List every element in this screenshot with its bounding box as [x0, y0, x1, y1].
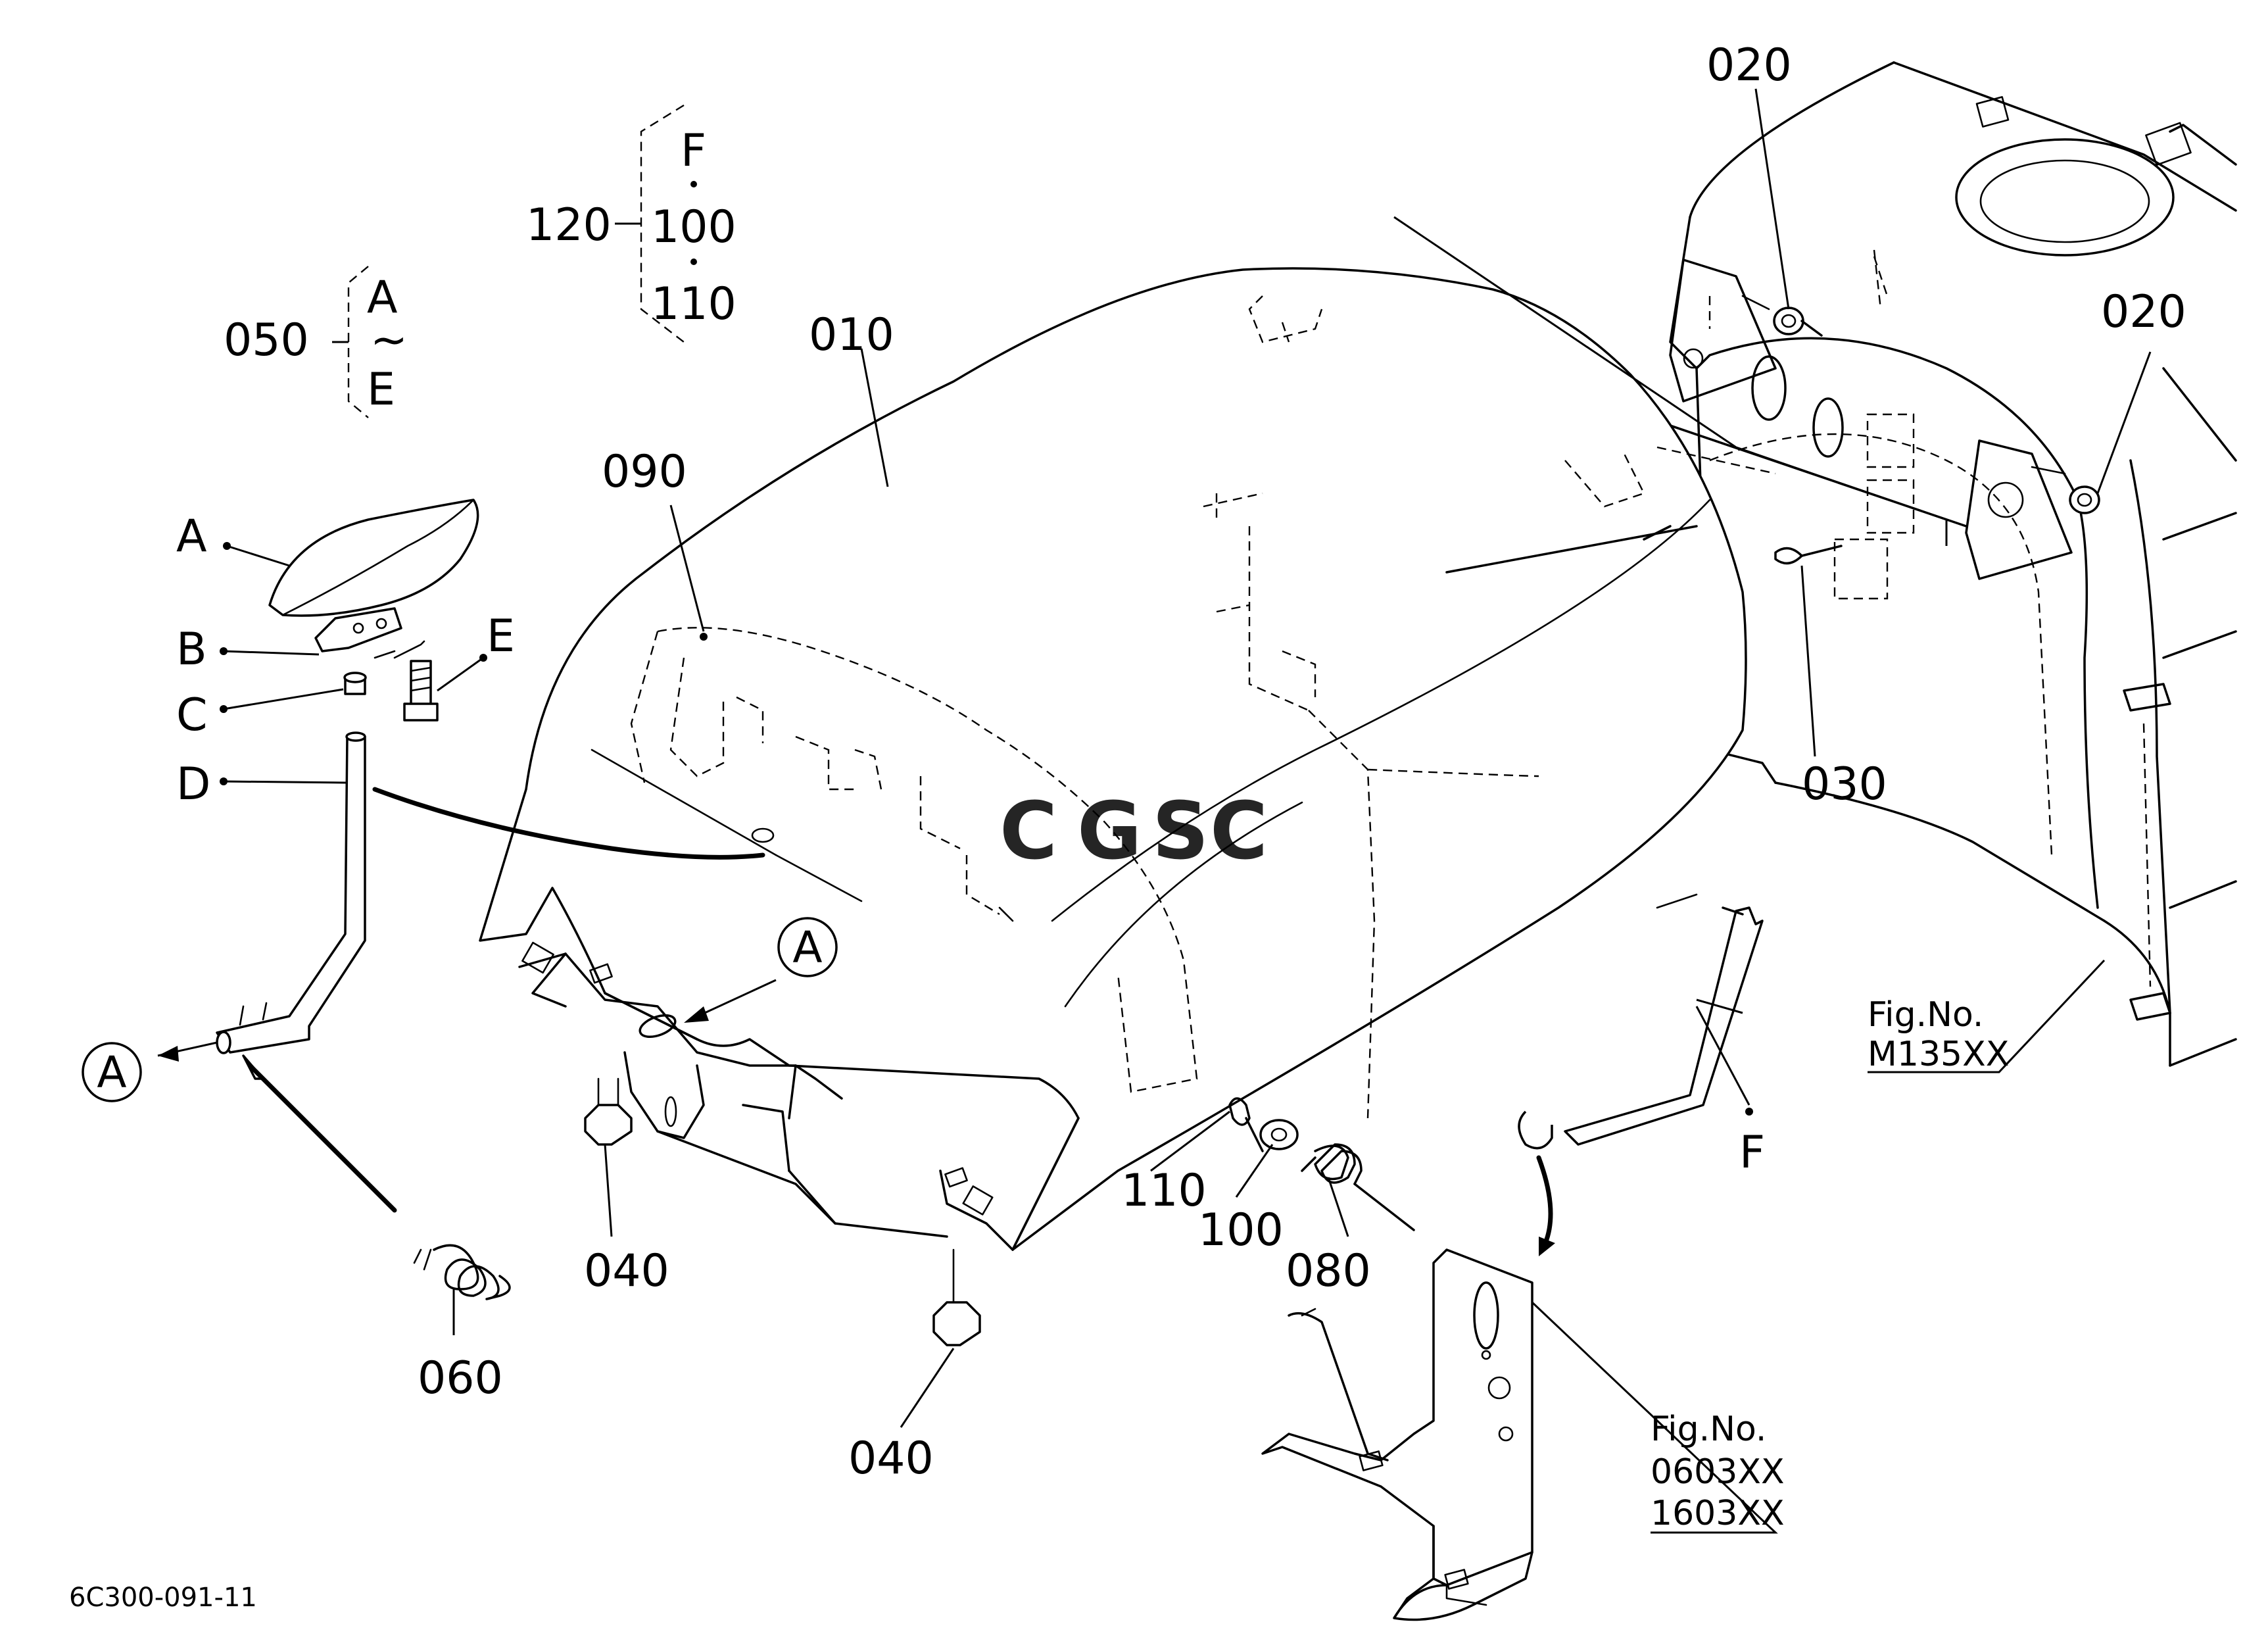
spring-arrow [247, 1063, 397, 1213]
callout-120: 120 [526, 199, 612, 251]
group-120-mid: 100 [651, 201, 736, 253]
group-120-bottom: 110 [651, 278, 736, 330]
group-050-mid: ~ [370, 314, 408, 366]
sub-label-E: E [487, 610, 515, 662]
washer-100 [1259, 1119, 1299, 1150]
svg-text:A: A [97, 1047, 126, 1098]
spring-080 [1301, 1143, 1415, 1231]
support-rod-F [1518, 906, 1764, 1150]
bolt-E [374, 640, 439, 722]
watermark-logo: C G S C [1000, 786, 1268, 877]
drawing-code: 6C300-091-11 [69, 1583, 257, 1613]
view-a-arrow-left [157, 1041, 218, 1062]
fig-ref-0603xx: Fig.No. 0603XX 1603XX [1651, 1410, 1785, 1533]
rubber-stop-040-lower [932, 1248, 981, 1346]
callout-090: 090 [602, 446, 687, 498]
group-050-top: A [367, 272, 398, 324]
view-a-arrow-center [684, 979, 777, 1023]
group-050-bottom: E [367, 364, 395, 416]
bonnet-010 [479, 267, 1747, 1251]
callout-100: 100 [1198, 1204, 1284, 1256]
svg-text:M135XX: M135XX [1868, 1035, 2009, 1074]
svg-text:Fig.No.: Fig.No. [1651, 1410, 1766, 1449]
collar-C [343, 672, 367, 695]
svg-text:Fig.No.: Fig.No. [1868, 995, 1983, 1035]
callout-020-left: 020 [1706, 39, 1792, 91]
callout-110: 110 [1121, 1165, 1207, 1217]
spring-arrow-head [242, 1054, 264, 1080]
rod-to-bracket-arrow [1536, 1155, 1553, 1246]
bonnet-bracket [518, 827, 1014, 1251]
rubber-stop-040-upper [584, 1077, 633, 1146]
group-050-bracket [332, 266, 369, 418]
hinge-bushing-020-left [1773, 307, 1823, 337]
watermark-letter: G [1077, 786, 1142, 877]
watermark-letter: C [1210, 786, 1268, 877]
sub-label-D: D [176, 758, 210, 810]
sub-label-F: F [1739, 1127, 1765, 1179]
spring-060 [413, 1244, 511, 1300]
hinge-bushing-020-right [2069, 485, 2100, 514]
callout-080: 080 [1286, 1245, 1371, 1297]
lock-plates [1833, 249, 1915, 600]
pin-110 [1228, 1097, 1264, 1152]
view-marker-a-center: A [777, 917, 838, 977]
view-marker-a-left: A [82, 1042, 142, 1102]
knob-A [268, 499, 479, 617]
callout-060: 060 [418, 1352, 503, 1404]
svg-text:A: A [792, 922, 822, 973]
svg-text:1603XX: 1603XX [1651, 1494, 1785, 1533]
sub-label-B: B [176, 624, 207, 676]
hinge-bracket-right [1965, 439, 2073, 580]
group-120-top: F [681, 125, 706, 177]
side-bracket [1261, 1248, 1533, 1621]
fig-ref-m135xx: Fig.No. M135XX [1868, 995, 2009, 1074]
stay-cable [372, 787, 765, 860]
bracket-B [314, 607, 402, 652]
sub-label-C: C [176, 689, 207, 741]
leader-lines [220, 88, 2152, 1534]
callout-040-upper: 040 [584, 1245, 669, 1297]
svg-text:0603XX: 0603XX [1651, 1452, 1785, 1492]
bonnet-hidden-features [591, 256, 1889, 1119]
watermark-letter: C [1000, 786, 1057, 877]
callout-040-lower: 040 [848, 1433, 934, 1485]
callout-020-right: 020 [2101, 286, 2186, 338]
callout-030: 030 [1802, 758, 1887, 810]
watermark-letter: S [1152, 786, 1209, 877]
hinge-bracket-left [1669, 258, 1844, 458]
group-120-bracket [615, 104, 697, 343]
snap-pin-030 [1774, 545, 1843, 565]
callout-010: 010 [809, 309, 894, 361]
callout-050: 050 [224, 314, 309, 366]
sub-label-A: A [176, 510, 207, 562]
